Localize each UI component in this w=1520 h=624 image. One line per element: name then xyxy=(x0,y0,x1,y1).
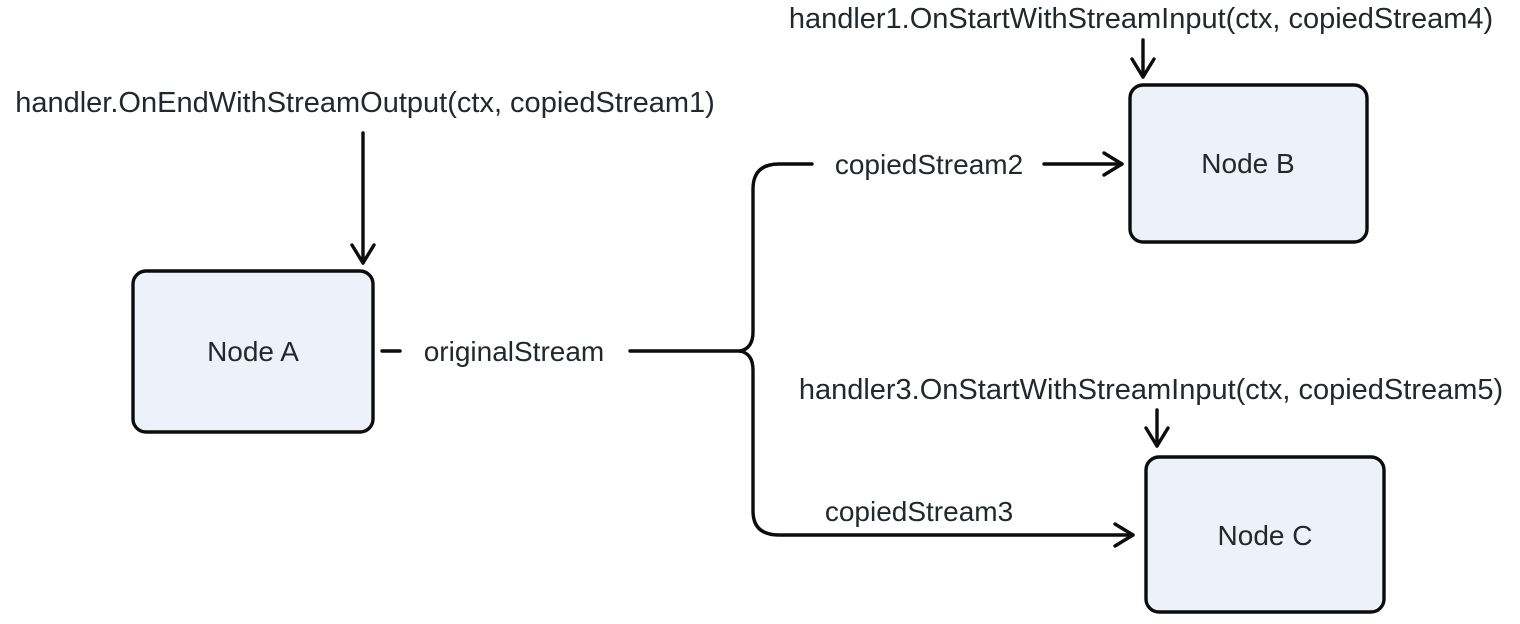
node-b-label: Node B xyxy=(1201,148,1294,179)
annotation-on-start-node-c: handler3.OnStartWithStreamInput(ctx, cop… xyxy=(799,374,1503,406)
edge-label-original-stream: originalStream xyxy=(424,336,605,367)
node-a-label: Node A xyxy=(207,336,299,367)
node-a: Node A xyxy=(131,269,375,434)
node-c: Node C xyxy=(1144,455,1386,614)
edge-label-copied-stream3: copiedStream3 xyxy=(825,496,1013,527)
node-a-box xyxy=(131,269,375,434)
node-b-box xyxy=(1128,83,1369,244)
edge-label-copied-stream2: copiedStream2 xyxy=(835,149,1023,180)
node-c-box xyxy=(1144,455,1386,614)
node-b: Node B xyxy=(1128,83,1369,244)
annotation-on-end-node-a: handler.OnEndWithStreamOutput(ctx, copie… xyxy=(15,87,715,119)
annotation-on-start-node-b: handler1.OnStartWithStreamInput(ctx, cop… xyxy=(789,3,1493,35)
node-c-label: Node C xyxy=(1218,520,1313,551)
arrow-copied-stream3-to-node-c xyxy=(738,349,1135,548)
edge-split-upper-branch xyxy=(738,162,814,353)
